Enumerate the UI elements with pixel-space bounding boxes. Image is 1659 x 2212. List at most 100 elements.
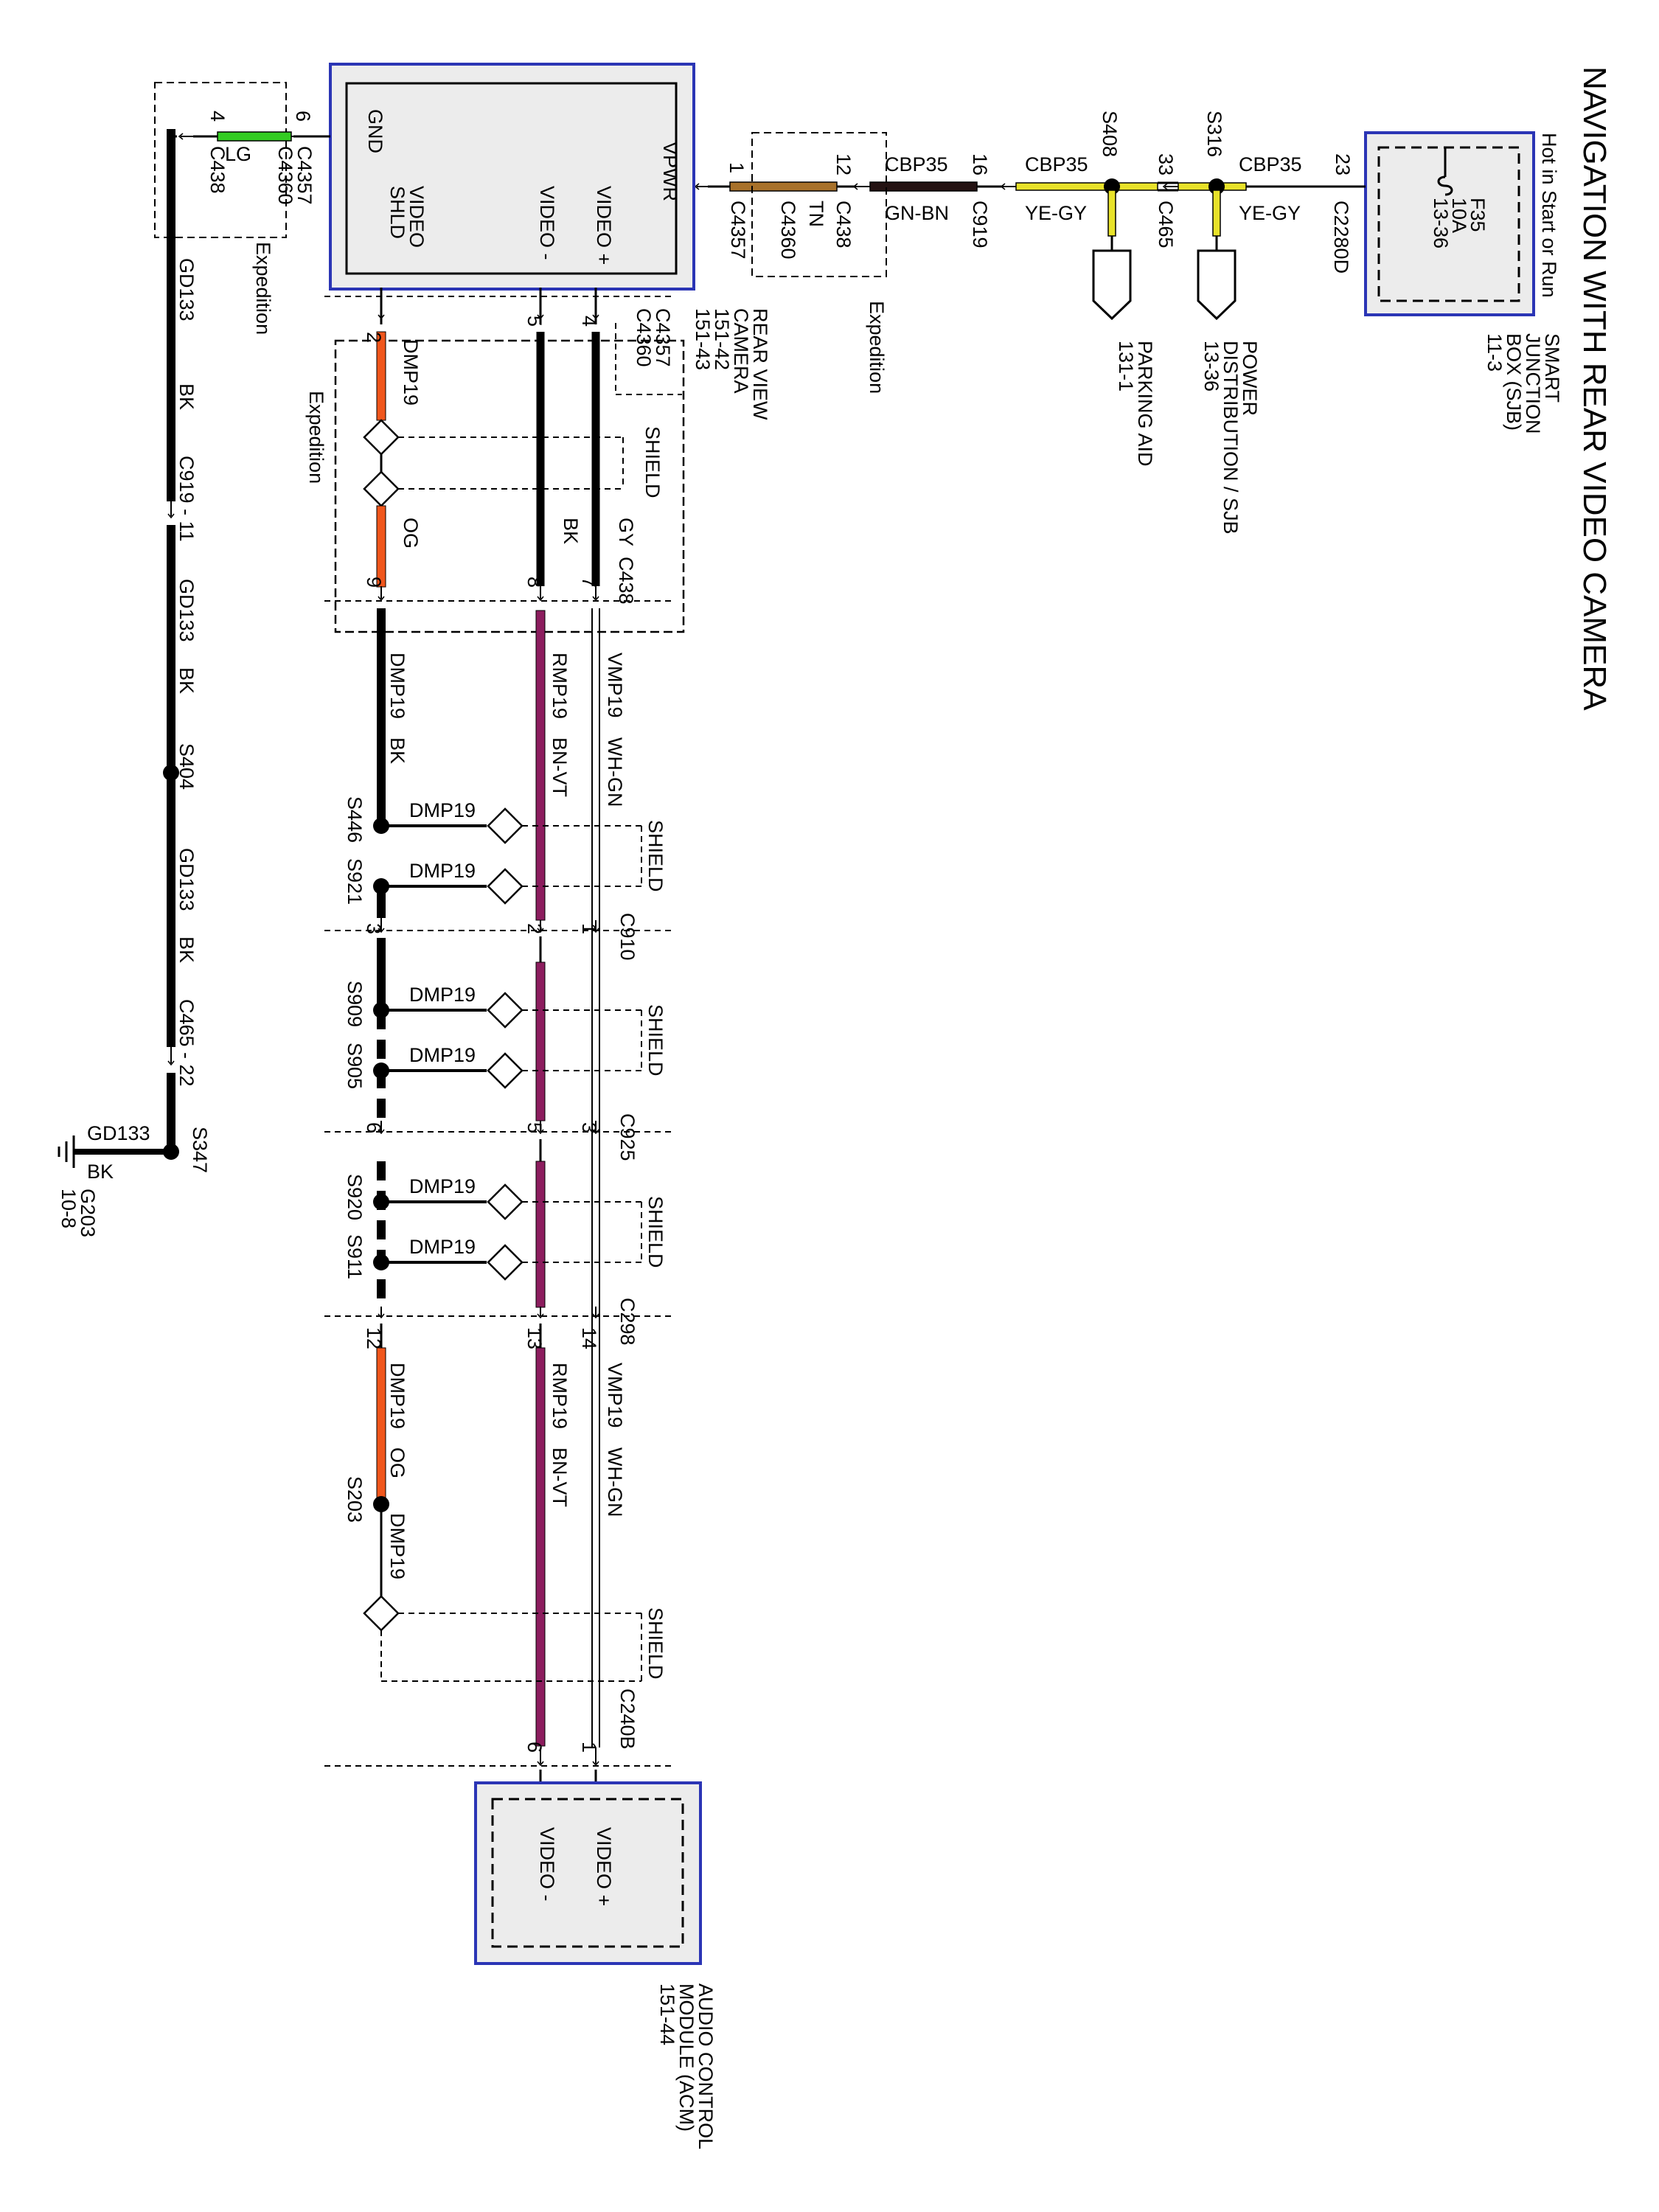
gnd-pin-4: 4 bbox=[206, 111, 229, 122]
shield-label-3: SHIELD bbox=[644, 1196, 667, 1268]
s404-label: S404 bbox=[175, 743, 198, 790]
diagram-title: NAVIGATION WITH REAR VIDEO CAMERA bbox=[1576, 66, 1613, 711]
camera-inner bbox=[345, 82, 678, 275]
c240b-pin-6: 6 bbox=[524, 1742, 546, 1753]
pin-33: 33 bbox=[1155, 153, 1177, 175]
dmp19-shield-6: DMP19 bbox=[409, 1236, 476, 1258]
pd-label-1: POWER bbox=[1239, 341, 1261, 416]
camera-name-2: CAMERA bbox=[730, 308, 752, 394]
shield-diamond-6 bbox=[487, 1052, 524, 1089]
cbp35-label-1: CBP35 bbox=[1239, 153, 1302, 175]
sjb-name-2: JUNCTION bbox=[1522, 333, 1544, 434]
dmp19-label-3: DMP19 bbox=[386, 1513, 408, 1579]
bk-label-4: BK bbox=[87, 1161, 114, 1183]
c438-label-cam: C438 bbox=[615, 557, 637, 605]
shield-diamond-8 bbox=[487, 1244, 524, 1281]
shield-group-3 bbox=[373, 1183, 642, 1281]
wire-lg bbox=[217, 131, 292, 142]
c919-11-label: C919 - 11 bbox=[175, 456, 198, 542]
s920-label: S920 bbox=[344, 1174, 366, 1220]
shield-diamond-2 bbox=[363, 470, 400, 507]
bk-label-3: BK bbox=[175, 936, 198, 963]
fuse-icon bbox=[1437, 175, 1453, 196]
ye-gy-label-2: YE-GY bbox=[1025, 202, 1087, 224]
sjb-ref: 11-3 bbox=[1484, 333, 1506, 372]
sjb-connector: C2280D bbox=[1330, 201, 1352, 274]
acm-name-1: AUDIO CONTROL bbox=[695, 1983, 717, 2149]
shield-label-4: SHIELD bbox=[644, 1607, 667, 1680]
shield-label-1: SHIELD bbox=[644, 820, 667, 892]
shield-diamond-5 bbox=[487, 992, 524, 1029]
camera-frame bbox=[329, 63, 695, 291]
camera-video-plus: VIDEO + bbox=[593, 186, 615, 265]
shield-diamond-9 bbox=[363, 1595, 400, 1632]
wire-og-2 bbox=[376, 505, 386, 588]
expedition-box-camera bbox=[334, 339, 685, 633]
c4360-label-cam: C4360 bbox=[633, 308, 655, 367]
c910-pin-2: 2 bbox=[524, 923, 546, 934]
rear-view-camera bbox=[329, 63, 695, 291]
gd133-label-2: GD133 bbox=[175, 579, 198, 642]
lg-label: LG bbox=[225, 143, 251, 165]
dmp19-shield-3: DMP19 bbox=[409, 984, 476, 1006]
wh-gn-label-2: WH-GN bbox=[604, 1447, 626, 1517]
s909-label: S909 bbox=[344, 981, 366, 1027]
s911-label: S911 bbox=[344, 1234, 366, 1279]
c298-pin-13: 13 bbox=[524, 1327, 546, 1349]
dmp19-shield-4: DMP19 bbox=[409, 1044, 476, 1066]
bn-vt-label-1: BN-VT bbox=[549, 737, 571, 797]
gd133-label-1: GD133 bbox=[175, 258, 198, 321]
cam-pin-7: 7 bbox=[578, 577, 600, 588]
c925-pin-5: 5 bbox=[524, 1122, 546, 1133]
s408-label: S408 bbox=[1099, 111, 1121, 157]
camera-video-shld-1: VIDEO bbox=[406, 186, 428, 248]
vmp19-label-2: VMP19 bbox=[604, 1363, 626, 1428]
ground-chain bbox=[58, 129, 179, 1168]
cam-pin-9: 9 bbox=[363, 577, 385, 588]
gd133-label-4: GD133 bbox=[87, 1122, 150, 1144]
c465-22-label: C465 - 22 bbox=[175, 999, 198, 1087]
c438-label-power: C438 bbox=[832, 201, 855, 248]
acm-name-2: MODULE (ACM) bbox=[675, 1983, 698, 2132]
gy-label: GY bbox=[615, 518, 637, 546]
c925-pin-6: 6 bbox=[363, 1122, 385, 1133]
camera-vpwr: VPWR bbox=[659, 142, 681, 201]
expedition-label-cam: Expedition bbox=[305, 391, 327, 484]
cam-pin-2: 2 bbox=[363, 332, 385, 343]
sjb-name-1: SMART bbox=[1541, 333, 1563, 403]
c4360-label-gnd: C4360 bbox=[274, 146, 296, 205]
wire-ye-gy-pd bbox=[1212, 189, 1221, 237]
shield-group-2 bbox=[373, 992, 642, 1089]
c438-label-gnd: C438 bbox=[206, 146, 229, 194]
acm-video-minus: VIDEO - bbox=[536, 1827, 558, 1902]
wire-bn-vt-3 bbox=[535, 1161, 546, 1308]
expedition-label-gnd: Expedition bbox=[252, 242, 274, 335]
pa-label: PARKING AID bbox=[1134, 341, 1156, 467]
c910-pin-3: 3 bbox=[363, 923, 385, 934]
pa-ref: 131-1 bbox=[1115, 341, 1137, 392]
c298-pin-14: 14 bbox=[578, 1327, 600, 1349]
expedition-box-power bbox=[751, 132, 887, 277]
bk-label-harness: BK bbox=[386, 737, 408, 764]
wire-bn-vt-1 bbox=[535, 610, 546, 921]
c240b-label: C240B bbox=[616, 1688, 639, 1750]
bk-label-2: BK bbox=[175, 667, 198, 694]
splice-s404 bbox=[163, 765, 179, 781]
parking-aid-arrow bbox=[1092, 249, 1132, 321]
c4360-label-power: C4360 bbox=[777, 201, 799, 260]
camera-connector bbox=[324, 288, 685, 633]
sjb-hot-label: Hot in Start or Run bbox=[1538, 133, 1560, 298]
wire-og-3 bbox=[376, 1347, 386, 1500]
ye-gy-label-1: YE-GY bbox=[1239, 202, 1301, 224]
shield-diamond-3 bbox=[487, 807, 524, 844]
c925-pin-3: 3 bbox=[578, 1122, 600, 1133]
wire-tn bbox=[729, 181, 838, 192]
shield-group-4 bbox=[363, 1496, 642, 1682]
dmp19-label-2: DMP19 bbox=[386, 1363, 408, 1429]
gn-bn-label: GN-BN bbox=[885, 202, 949, 224]
pin-16: 16 bbox=[969, 153, 991, 175]
s203-label: S203 bbox=[344, 1476, 366, 1523]
dmp19-shield-5: DMP19 bbox=[409, 1175, 476, 1197]
pin-12: 12 bbox=[832, 153, 855, 175]
